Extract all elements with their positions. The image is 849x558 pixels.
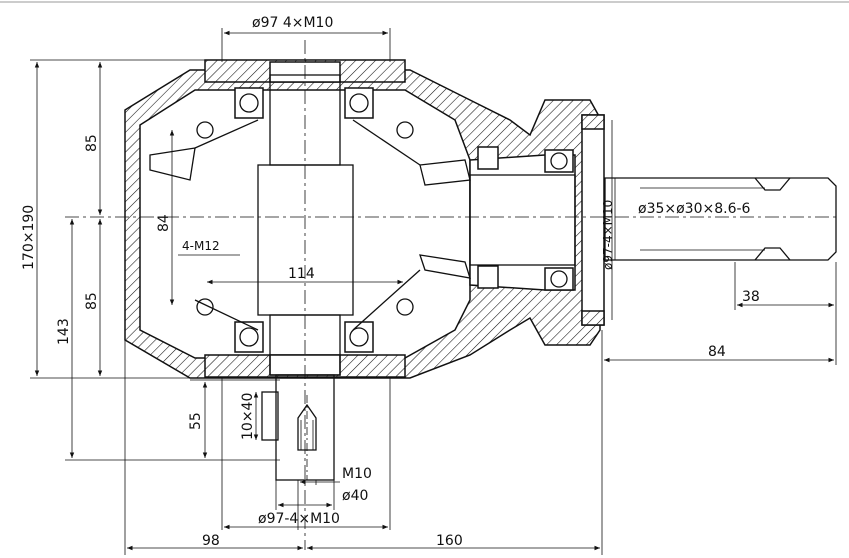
label-84-horizontal: 84 <box>708 344 726 360</box>
label-key: 10×40 <box>240 393 256 440</box>
label-160: 160 <box>436 533 463 549</box>
label-98: 98 <box>202 533 220 549</box>
bolt-hole <box>396 121 414 139</box>
label-lower-85: 85 <box>84 292 100 310</box>
label-38: 38 <box>742 289 760 305</box>
label-143: 143 <box>56 318 72 345</box>
label-spline: ø35×ø30×8.6-6 <box>638 201 751 217</box>
label-114: 114 <box>288 266 315 282</box>
label-shaft-dia: ø40 <box>342 488 368 504</box>
dimension-labels: ø97 4×M10 ø97-4×M10 ø97-4×M10 ø35×ø30×8.… <box>21 15 760 549</box>
bolt-hole <box>196 121 214 139</box>
label-84-vertical: 84 <box>156 214 172 232</box>
top-flange <box>204 59 406 119</box>
bolt-hole <box>196 298 214 316</box>
label-overall-height: 170×190 <box>21 205 37 270</box>
label-tap: 4-M12 <box>182 239 220 253</box>
label-right-flange: ø97-4×M10 <box>601 200 615 270</box>
label-bottom-flange: ø97-4×M10 <box>258 511 340 527</box>
label-thread: M10 <box>342 466 372 482</box>
label-top-flange: ø97 4×M10 <box>252 15 333 31</box>
label-upper-85: 85 <box>84 134 100 152</box>
bolt-hole <box>396 298 414 316</box>
dimension-lines <box>30 28 837 555</box>
label-55: 55 <box>188 412 204 430</box>
bevel-gear <box>149 119 471 331</box>
horizontal-shaft <box>469 114 837 326</box>
centerlines <box>65 40 840 550</box>
